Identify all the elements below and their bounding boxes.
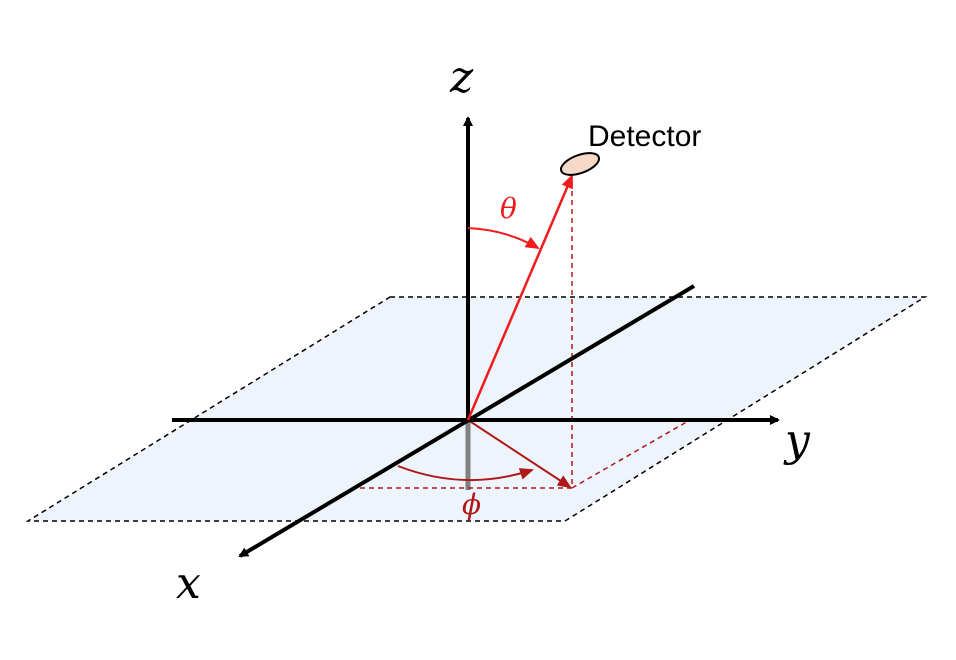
x-axis	[238, 284, 696, 558]
phi-arc	[397, 465, 534, 482]
direction-vector	[466, 174, 574, 421]
z-axis-label: z	[449, 52, 474, 103]
detector-icon	[559, 152, 601, 176]
projection-vector	[467, 419, 572, 489]
projection-to-y-dashed	[571, 419, 691, 489]
detector-label: Detector	[588, 120, 701, 153]
x-axis-label: x	[176, 558, 201, 609]
phi-label: ϕ	[462, 488, 481, 521]
theta-label: θ	[500, 192, 517, 225]
y-axis-label: y	[783, 415, 811, 466]
xy-plane	[25, 296, 928, 522]
theta-arc	[467, 227, 540, 250]
